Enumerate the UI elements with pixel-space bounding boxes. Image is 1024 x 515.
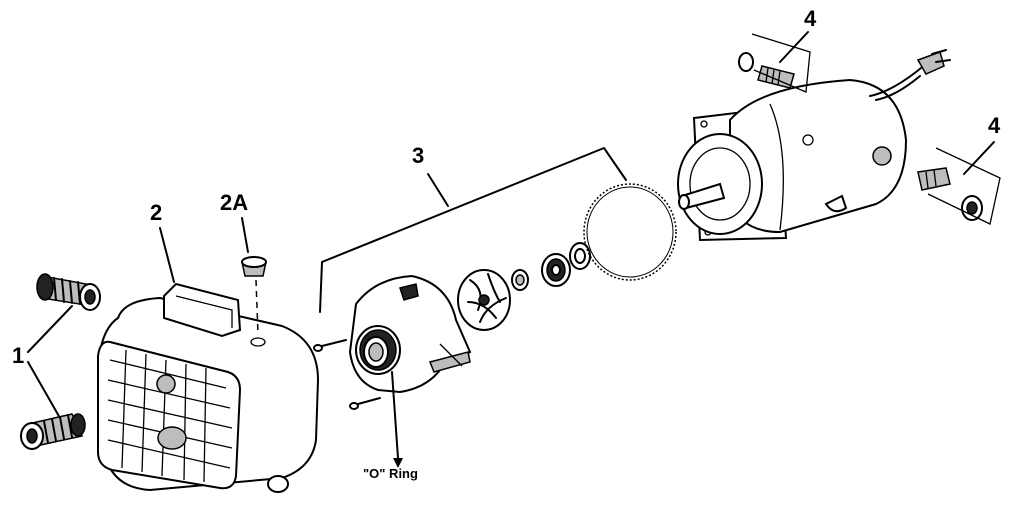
hose-adapter-bottom-icon [20, 413, 86, 450]
impeller-icon [457, 269, 511, 331]
hose-adapter-top-icon [36, 273, 101, 311]
pump-housing-icon [96, 282, 320, 493]
callout-o-ring: "O" Ring [363, 371, 418, 481]
callout-3-label: 3 [412, 143, 424, 168]
plug-icon [241, 256, 267, 335]
callout-3: 3 [319, 143, 627, 313]
seal-washer-icon [569, 242, 591, 270]
callout-2-label: 2 [150, 200, 162, 225]
o-ring-icon [355, 325, 401, 375]
callout-1-label: 1 [12, 343, 24, 368]
callout-4-top-label: 4 [804, 6, 817, 31]
brush-right-icon [917, 167, 983, 221]
seal-ceramic-icon [541, 253, 571, 287]
gasket-icon [583, 183, 677, 281]
screw-top-icon [313, 339, 347, 352]
screw-bottom-icon [349, 397, 381, 410]
o-ring-label: "O" Ring [363, 466, 418, 481]
callout-2a-label: 2A [220, 190, 248, 215]
callout-4-right: 4 [927, 113, 1001, 225]
motor-icon [677, 49, 951, 242]
callout-4-right-label: 4 [988, 113, 1001, 138]
callout-1: 1 [12, 305, 73, 419]
callout-4-top: 4 [751, 6, 817, 93]
callout-2a: 2A [220, 190, 249, 253]
callout-2: 2 [150, 200, 175, 283]
seal-small-icon [511, 269, 529, 291]
